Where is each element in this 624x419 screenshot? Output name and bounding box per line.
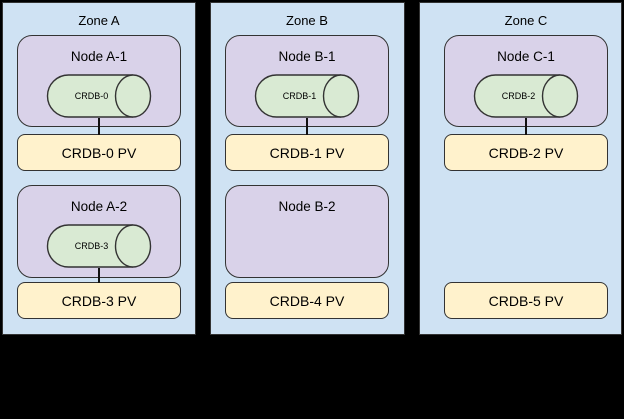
node-a1-label: Node A-1 <box>70 49 128 64</box>
zone-a-title: Zone A <box>78 13 120 28</box>
crdb-1-pod: CRDB-1 <box>254 74 360 118</box>
node-a2-box: Node A-2 CRDB-3 <box>17 185 181 278</box>
crdb-5-pv-label: CRDB-5 PV <box>488 292 564 309</box>
crdb-3-pv-box: CRDB-3 PV <box>17 282 181 319</box>
connector-crdb1-to-pv <box>306 118 308 135</box>
node-c1-box: Node C-1 CRDB-2 <box>444 35 608 127</box>
crdb-0-pv-box: CRDB-0 PV <box>17 134 181 171</box>
zone-b: Zone B Node B-1 CRDB-1 CRDB-1 PV Node B-… <box>210 2 405 335</box>
crdb-2-pv-label: CRDB-2 PV <box>488 144 564 161</box>
crdb-5-pv-box: CRDB-5 PV <box>444 282 608 319</box>
database-cylinder-icon <box>46 74 152 118</box>
node-c1-label: Node C-1 <box>497 49 555 64</box>
database-cylinder-icon <box>254 74 360 118</box>
node-b1-label: Node B-1 <box>278 49 336 64</box>
crdb-4-pv-label: CRDB-4 PV <box>269 292 345 309</box>
database-cylinder-icon <box>46 224 152 268</box>
crdb-0-pv-label: CRDB-0 PV <box>61 144 137 161</box>
crdb-1-pod-label: CRDB-1 <box>282 91 317 101</box>
zone-c: Zone C Node C-1 CRDB-2 CRDB-2 PV CRDB-5 … <box>419 2 622 335</box>
crdb-3-pv-label: CRDB-3 PV <box>61 292 137 309</box>
zone-b-title: Zone B <box>286 13 328 28</box>
crdb-0-pod-label: CRDB-0 <box>74 91 109 101</box>
node-b2-label: Node B-2 <box>278 199 336 214</box>
crdb-2-pod: CRDB-2 <box>473 74 579 118</box>
crdb-2-pv-box: CRDB-2 PV <box>444 134 608 171</box>
crdb-1-pv-label: CRDB-1 PV <box>269 144 345 161</box>
crdb-1-pv-box: CRDB-1 PV <box>225 134 389 171</box>
crdb-2-pod-label: CRDB-2 <box>501 91 536 101</box>
database-cylinder-icon <box>473 74 579 118</box>
connector-crdb0-to-pv <box>98 118 100 135</box>
node-b1-box: Node B-1 CRDB-1 <box>225 35 389 127</box>
crdb-4-pv-box: CRDB-4 PV <box>225 282 389 319</box>
node-a1-box: Node A-1 CRDB-0 <box>17 35 181 127</box>
node-b2-box: Node B-2 <box>225 185 389 278</box>
node-a2-label: Node A-2 <box>70 199 128 214</box>
crdb-0-pod: CRDB-0 <box>46 74 152 118</box>
zone-a: Zone A Node A-1 CRDB-0 CRDB-0 PV Node A-… <box>2 2 196 335</box>
connector-crdb3-to-pv <box>98 268 100 283</box>
crdb-3-pod-label: CRDB-3 <box>74 241 109 251</box>
zone-c-title: Zone C <box>504 13 548 28</box>
connector-crdb2-to-pv <box>525 118 527 135</box>
crdb-3-pod: CRDB-3 <box>46 224 152 268</box>
